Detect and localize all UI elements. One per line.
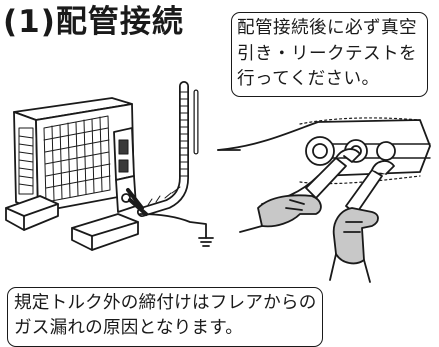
flare-nut-tightening-illustration xyxy=(217,117,431,283)
note-line: ガス漏れの原因となります。 xyxy=(14,318,244,338)
note-line: 規定トルク外の締付けはフレアからの xyxy=(14,293,317,313)
outdoor-unit-illustration xyxy=(5,97,139,251)
insulated-piping-illustration xyxy=(126,81,214,247)
section-heading: (1)配管接続 xyxy=(3,4,184,40)
vacuum-test-note: 配管接続後に必ず真空 引き・リークテストを 行ってください。 xyxy=(231,12,428,97)
torque-warning-note: 規定トルク外の締付けはフレアからの ガス漏れの原因となります。 xyxy=(7,287,323,347)
note-line: 行ってください。 xyxy=(237,69,380,89)
illustration-canvas xyxy=(5,81,431,283)
note-line: 配管接続後に必ず真空 xyxy=(237,18,417,38)
note-line: 引き・リークテストを xyxy=(237,43,417,64)
